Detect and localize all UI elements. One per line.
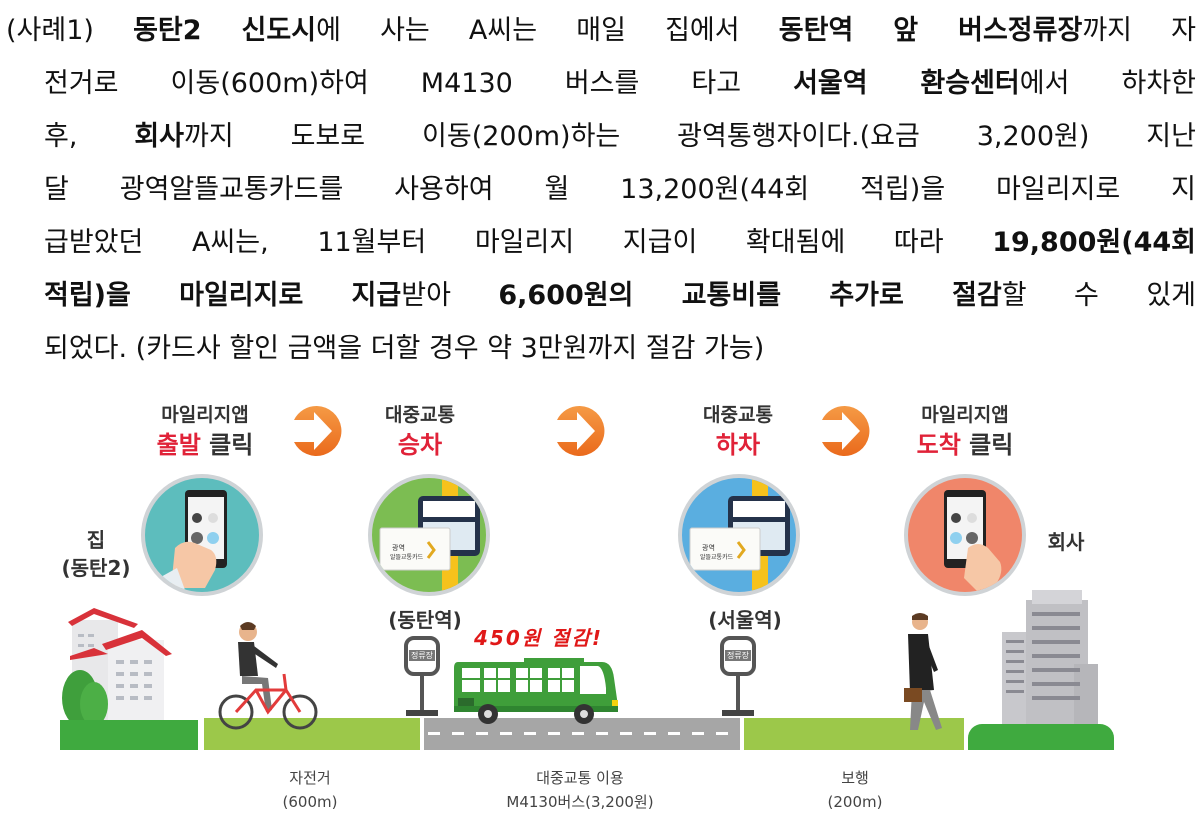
segment-mode: 보행: [841, 769, 869, 787]
segment-caption-bike: 자전거 (600m): [250, 766, 370, 814]
grass-home: [60, 720, 198, 750]
segment-distance: (600m): [282, 793, 338, 811]
step-highlight: 출발: [156, 431, 201, 459]
text-run: 까지 도보로 이동(200m)하는 광역통행자이다.(요금 3,200원) 지난: [184, 121, 1196, 152]
home-label-line1: 집: [86, 528, 106, 552]
stop-from-label: (동탄역): [388, 608, 462, 632]
svg-text:광역: 광역: [702, 543, 715, 552]
segment-mode: 대중교통 이용: [536, 769, 624, 787]
text-run: (사례1): [6, 15, 134, 46]
step-rest: 클릭: [960, 431, 1014, 459]
text-run: 까지 자: [1082, 15, 1196, 46]
step-title-board: 대중교통 승차: [360, 402, 480, 462]
phone-app-icon: [141, 474, 263, 596]
case-study-paragraph: (사례1) 동탄2 신도시에 사는 A씨는 매일 집에서 동탄역 앞 버스정류장…: [6, 4, 1196, 375]
step-title-arrive: 마일리지앱 도착 클릭: [890, 402, 1040, 462]
step-title-depart: 마일리지앱 출발 클릭: [130, 402, 280, 462]
walking-path: [744, 718, 964, 750]
text-run: 달 광역알뜰교통카드를 사용하여 월 13,200원(44회 적립)을 마일리지…: [44, 174, 1196, 205]
apartment-building-icon: [62, 608, 172, 726]
step-rest: 클릭: [200, 431, 254, 459]
emphasized-text: 회사: [134, 121, 185, 152]
emphasized-text: 6,600원의 교통비를 추가로 절감: [498, 280, 1002, 311]
segment-distance: (200m): [827, 793, 883, 811]
cyclist-icon: [218, 622, 318, 730]
segment-caption-walk: 보행 (200m): [800, 766, 910, 814]
paragraph-line: (사례1) 동탄2 신도시에 사는 A씨는 매일 집에서 동탄역 앞 버스정류장…: [6, 4, 1196, 57]
bus-icon: [454, 658, 618, 724]
home-label-line2: (동탄2): [61, 556, 131, 580]
emphasized-text: 동탄역 앞 버스정류장: [778, 15, 1083, 46]
svg-text:알뜰교통카드: 알뜰교통카드: [700, 553, 734, 561]
arrow-right-icon: [822, 405, 870, 456]
text-run: 에 사는 A씨는 매일 집에서: [316, 15, 779, 46]
paragraph-line: 달 광역알뜰교통카드를 사용하여 월 13,200원(44회 적립)을 마일리지…: [6, 163, 1196, 216]
paragraph-line: 적립)을 마일리지로 지급받아 6,600원의 교통비를 추가로 절감할 수 있…: [6, 269, 1196, 322]
emphasized-text: 서울역 환승센터: [793, 68, 1020, 99]
bus-stop-pole: [736, 676, 740, 714]
commute-infographic: 마일리지앱 출발 클릭 대중교통 승차 대중교통 하차 마일리지앱 도착 클릭: [0, 390, 1200, 835]
text-run: 전거로 이동(600m)하여 M4130 버스를 타고: [44, 68, 794, 99]
text-run: 되었다. (카드사 할인 금액을 더할 경우 약 3만원까지 절감 가능): [44, 333, 765, 364]
text-run: 후,: [44, 121, 135, 152]
segment-caption-bus: 대중교통 이용 M4130버스(3,200원): [480, 766, 680, 814]
step-label: 마일리지앱: [921, 404, 1009, 426]
step-label: 마일리지앱: [161, 404, 249, 426]
text-run: 급받았던 A씨는, 11월부터 마일리지 지급이 확대됨에 따라: [44, 227, 993, 258]
transit-card-icon: 광역 알뜰교통카드: [678, 474, 800, 596]
arrow-right-icon: [557, 405, 605, 456]
paragraph-line: 후, 회사까지 도보로 이동(200m)하는 광역통행자이다.(요금 3,200…: [6, 110, 1196, 163]
walking-businessman-icon: [904, 613, 942, 730]
emphasized-text: 19,800원(44회: [992, 227, 1196, 258]
step-highlight: 도착: [916, 431, 961, 459]
text-run: 받아: [401, 280, 499, 311]
svg-text:알뜰교통카드: 알뜰교통카드: [390, 553, 424, 561]
bus-stop-sign-text: 정류장: [725, 650, 751, 661]
arrow-right-icon: [294, 405, 342, 456]
stop-to-label: (서울역): [708, 608, 782, 632]
paragraph-line: 전거로 이동(600m)하여 M4130 버스를 타고 서울역 환승센터에서 하…: [6, 57, 1196, 110]
emphasized-text: 동탄2 신도시: [133, 15, 317, 46]
paragraph-line: 되었다. (카드사 할인 금액을 더할 경우 약 3만원까지 절감 가능): [6, 322, 1196, 375]
road-lane-marking: [428, 732, 736, 735]
step-label: 대중교통: [385, 404, 455, 426]
svg-text:광역: 광역: [392, 543, 405, 552]
bus-stop-base: [406, 710, 438, 716]
text-run: 할 수 있게: [1001, 280, 1197, 311]
step-highlight: 승차: [397, 431, 443, 459]
savings-note: 450원 절감!: [474, 626, 604, 650]
step-highlight: 하차: [715, 431, 761, 459]
text-run: 에서 하차한: [1019, 68, 1196, 99]
segment-mode: 자전거: [289, 769, 331, 787]
bus-stop-sign-to: 정류장: [720, 636, 756, 676]
bus-stop-sign-text: 정류장: [409, 650, 435, 661]
emphasized-text: 적립)을 마일리지로 지급: [44, 280, 402, 311]
segment-fare: M4130버스(3,200원): [506, 793, 654, 811]
phone-app-icon: [904, 474, 1026, 596]
step-title-alight: 대중교통 하차: [678, 402, 798, 462]
bus-stop-sign-from: 정류장: [404, 636, 440, 676]
grass-office: [968, 724, 1114, 750]
bus-stop-pole: [420, 676, 424, 714]
step-label: 대중교통: [703, 404, 773, 426]
paragraph-line: 급받았던 A씨는, 11월부터 마일리지 지급이 확대됨에 따라 19,800원…: [6, 216, 1196, 269]
bus-stop-base: [722, 710, 754, 716]
transit-card-icon: 광역 알뜰교통카드: [368, 474, 490, 596]
home-label: 집 (동탄2): [56, 526, 136, 582]
office-label: 회사: [1047, 530, 1085, 554]
office-building-icon: [1002, 590, 1098, 724]
